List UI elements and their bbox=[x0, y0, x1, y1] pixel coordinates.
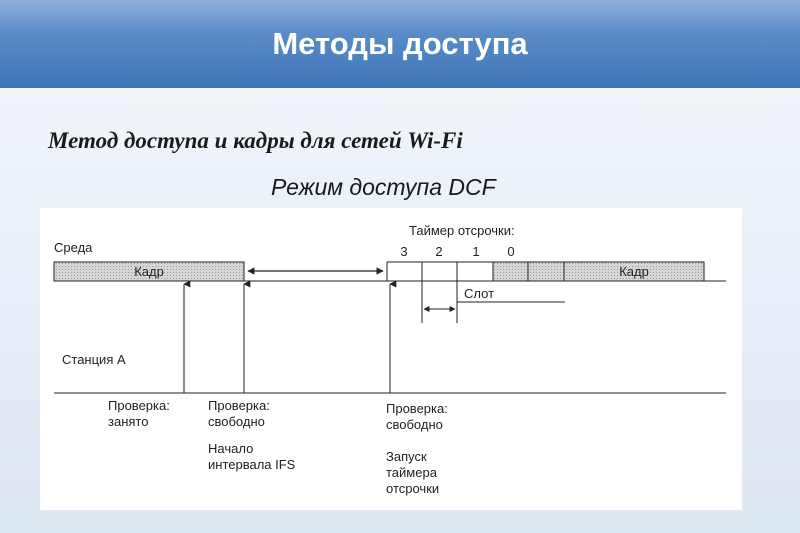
timer-start-line-3: отсрочки bbox=[386, 481, 439, 496]
check-busy-line-2: занято bbox=[108, 414, 148, 429]
timer-start-line-1: Запуск bbox=[386, 449, 427, 464]
medium-label: Среда bbox=[54, 240, 93, 255]
diagram-panel: Среда Кадр Кадр Таймер отсрочки: 3 2 1 0… bbox=[40, 208, 742, 510]
dcf-timing-diagram: Среда Кадр Кадр Таймер отсрочки: 3 2 1 0… bbox=[53, 223, 726, 496]
backoff-slot-tail bbox=[527, 261, 565, 282]
timer-digit-2: 2 bbox=[435, 244, 442, 259]
ifs-start-line-1: Начало bbox=[208, 441, 253, 456]
frame-2-label: Кадр bbox=[619, 264, 649, 279]
mode-title: Режим доступа DCF bbox=[271, 174, 496, 200]
check-free-1-line-1: Проверка: bbox=[208, 398, 270, 413]
backoff-slot-0 bbox=[492, 261, 529, 282]
timer-digit-3: 3 bbox=[400, 244, 407, 259]
check-free-2-line-1: Проверка: bbox=[386, 401, 448, 416]
frame-2 bbox=[563, 261, 705, 282]
timer-start-line-2: таймера bbox=[386, 465, 438, 480]
check-busy-line-1: Проверка: bbox=[108, 398, 170, 413]
backoff-timer-label: Таймер отсрочки: bbox=[409, 223, 515, 238]
slot-label: Слот bbox=[464, 286, 494, 301]
station-label: Станция А bbox=[62, 352, 126, 367]
check-free-1-line-2: свободно bbox=[208, 414, 265, 429]
frame-1 bbox=[53, 261, 245, 282]
check-free-2-line-2: свободно bbox=[386, 417, 443, 432]
slide-title: Методы доступа bbox=[272, 26, 528, 61]
subtitle: Метод доступа и кадры для сетей Wi-Fi bbox=[48, 128, 463, 153]
header-bar: Методы доступа bbox=[0, 0, 800, 88]
backoff-slot-1 bbox=[456, 261, 494, 282]
timer-digit-1: 1 bbox=[472, 244, 479, 259]
ifs-start-line-2: интервала IFS bbox=[208, 457, 296, 472]
timer-digit-0: 0 bbox=[507, 244, 514, 259]
frame-1-label: Кадр bbox=[134, 264, 164, 279]
